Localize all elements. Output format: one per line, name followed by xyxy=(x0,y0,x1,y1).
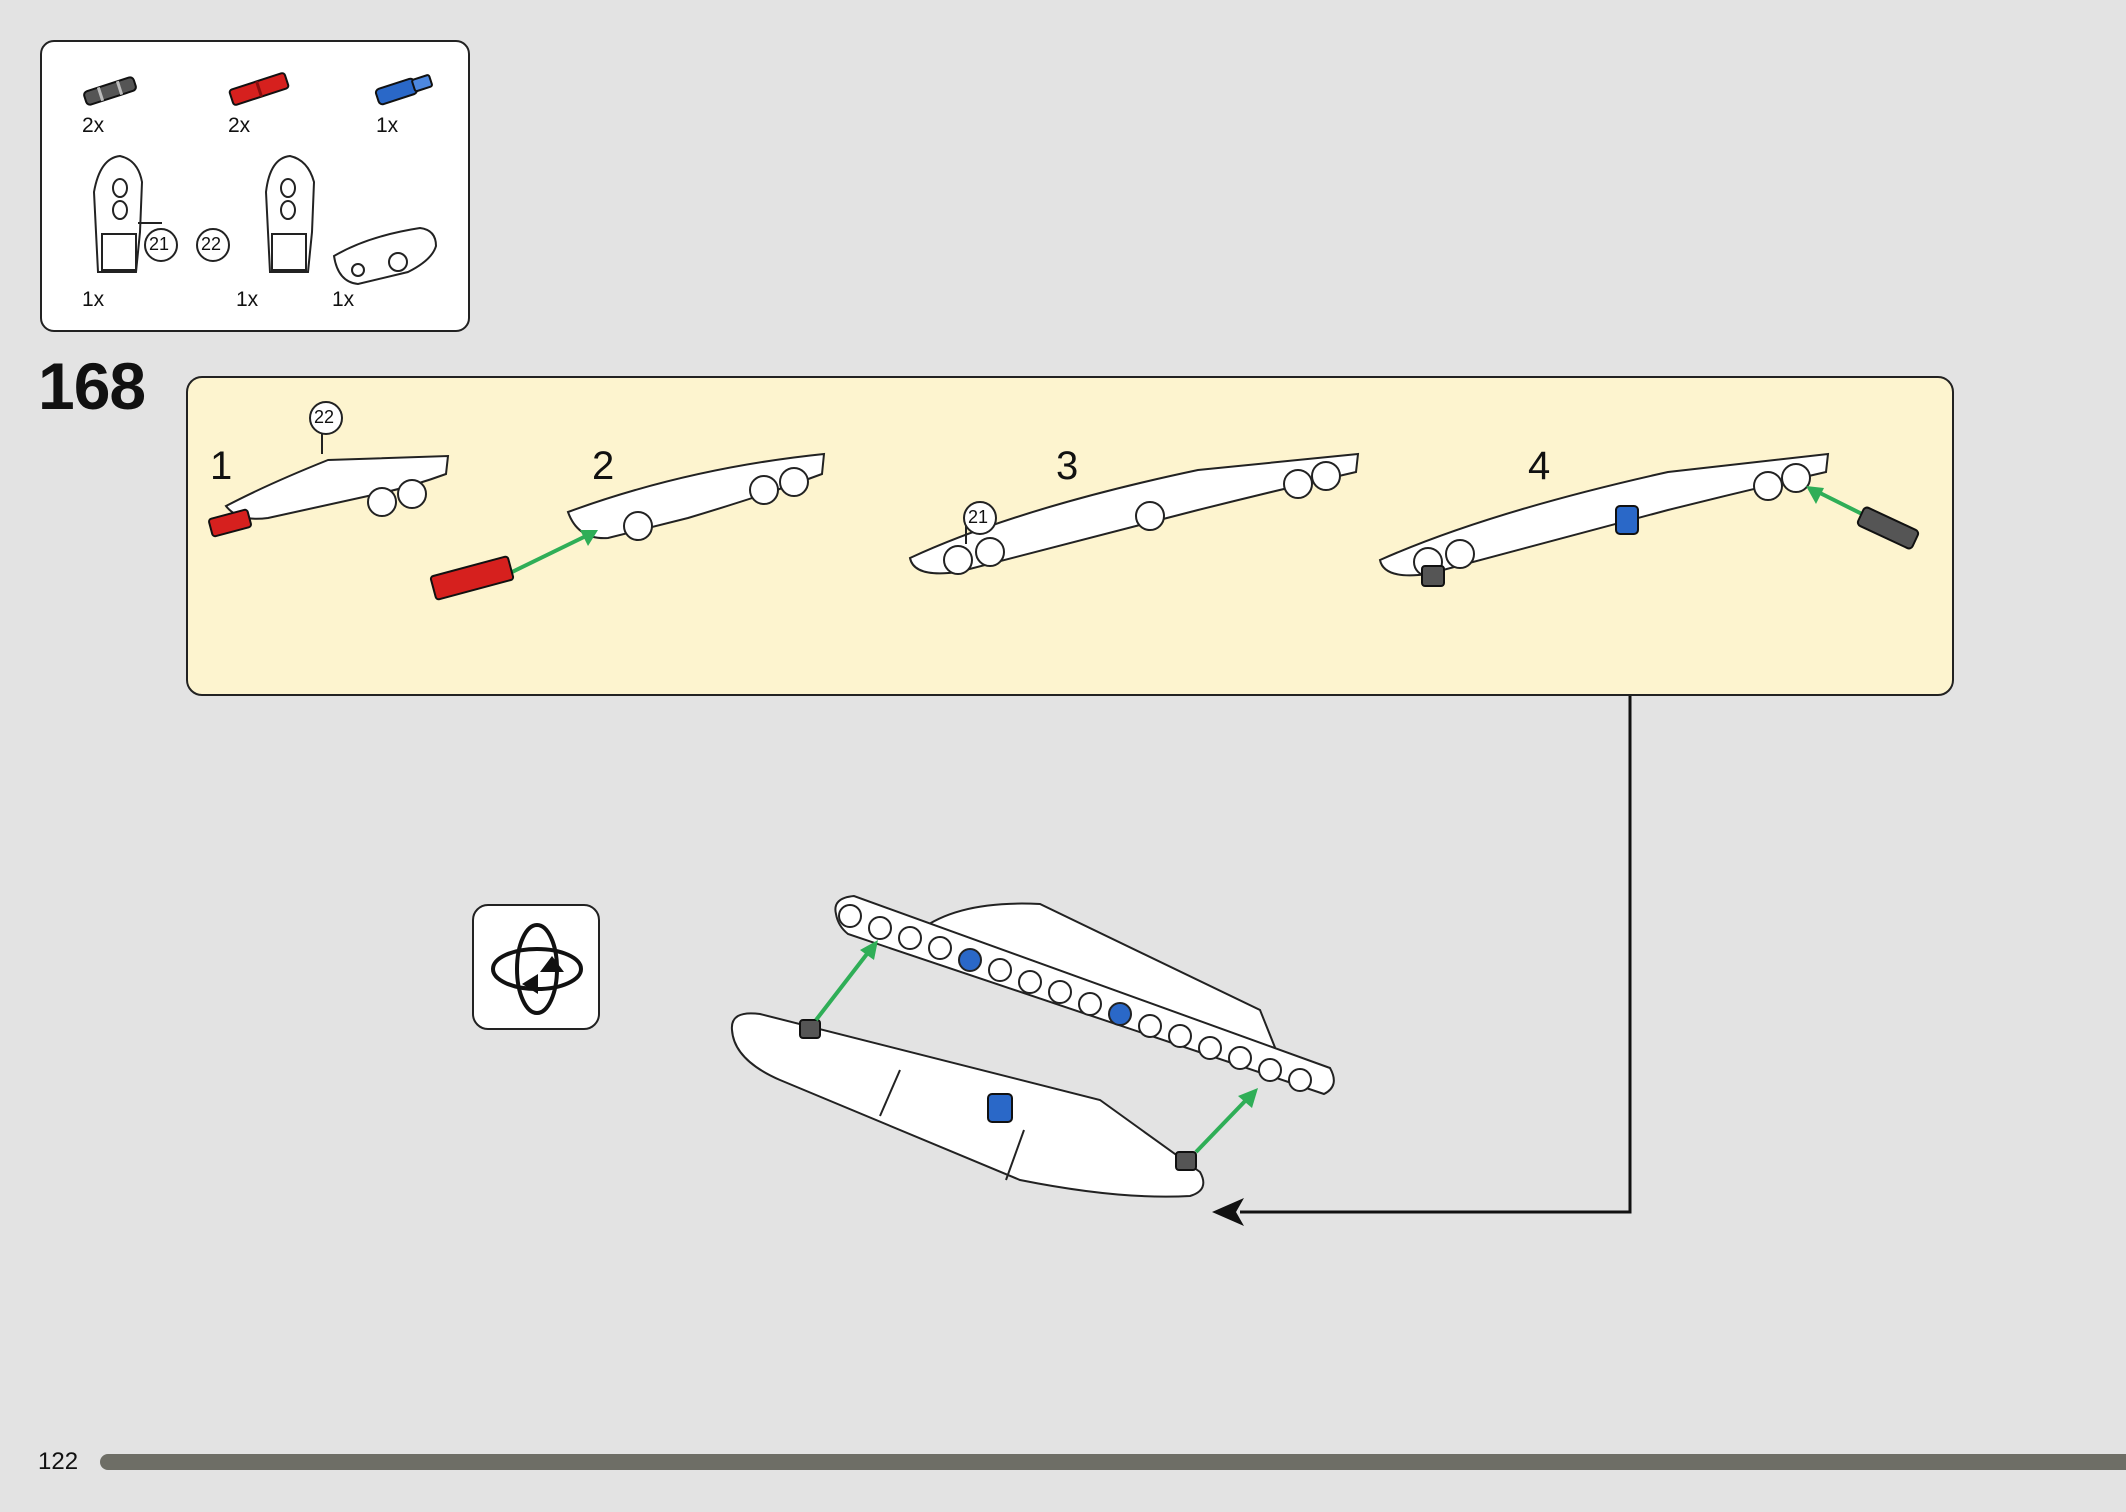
substep-3-label: 3 xyxy=(1056,444,1079,488)
rotate-model-icon xyxy=(472,904,600,1030)
substep-1-callout-badge xyxy=(309,401,343,435)
qty-panel-21: 1x xyxy=(82,288,105,311)
qty-curved-panel: 1x xyxy=(332,288,355,311)
step-number: 168 xyxy=(38,349,146,423)
substep-1-illustration xyxy=(208,432,450,538)
substep-2-illustration xyxy=(429,452,826,601)
qty-blue-pin: 1x xyxy=(376,114,399,137)
main-assembly-illustration xyxy=(730,894,1335,1198)
substep-2-label: 2 xyxy=(592,444,615,488)
callout-21-badge xyxy=(144,228,178,262)
blue-axle-pin-icon xyxy=(374,74,433,106)
substep-1-callout: 22 xyxy=(314,407,335,427)
qty-red-pin: 2x xyxy=(228,114,251,137)
red-axle-pin-icon xyxy=(228,72,290,106)
substep-panel: 1 2 3 4 22 21 xyxy=(186,376,1954,696)
substep-4-label: 4 xyxy=(1528,444,1551,488)
substep-3-callout: 21 xyxy=(968,507,989,527)
page-progress-bar xyxy=(100,1454,2126,1470)
green-arrow xyxy=(507,530,598,576)
substep-3-illustration xyxy=(908,452,1360,575)
white-panel-22-icon xyxy=(264,154,316,273)
qty-panel-22: 1x xyxy=(236,288,259,311)
gray-axle-pin-icon xyxy=(83,76,137,106)
callout-22-label: 22 xyxy=(201,234,222,254)
callout-22-badge xyxy=(196,228,230,262)
substep-4-illustration xyxy=(1378,452,1920,587)
callout-21-label: 21 xyxy=(149,234,170,254)
substep-1-label: 1 xyxy=(210,444,233,488)
white-panel-21-icon xyxy=(92,154,162,273)
white-curved-panel-icon xyxy=(332,226,438,286)
parts-list-box: 2x 2x 1x 21 1x 22 1x xyxy=(40,40,470,332)
page-number: 122 xyxy=(38,1448,79,1475)
substep-3-callout-badge xyxy=(963,501,997,535)
qty-gray-pin: 2x xyxy=(82,114,105,137)
